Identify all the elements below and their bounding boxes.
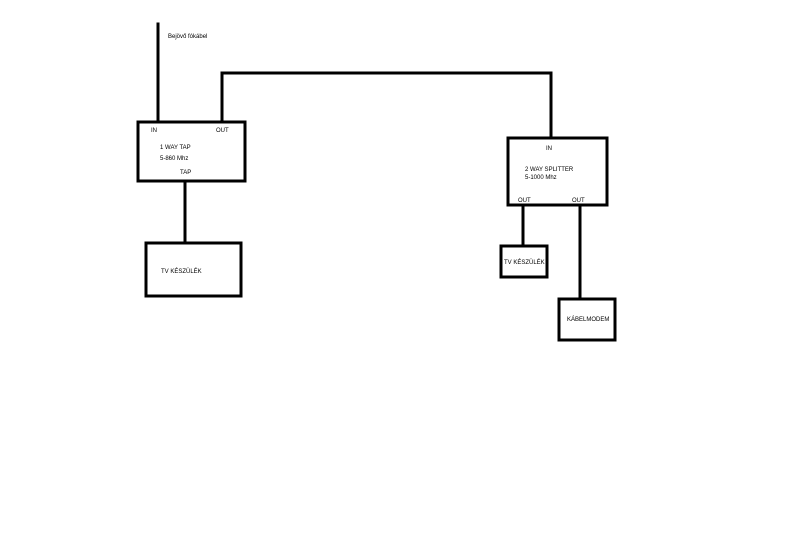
tap-out-to-splitter-line	[220, 71, 553, 139]
tap-out-label: OUT	[216, 128, 229, 134]
tv-right-label: TV KÉSZÜLÉK	[504, 259, 545, 266]
modem-label: KÁBELMODEM	[567, 316, 609, 323]
incoming-cable-label: Bejövő fókábel	[168, 34, 207, 40]
tap-tap-label: TAP	[180, 170, 191, 176]
splitter-name-line2: 5-1000 Mhz	[525, 175, 557, 181]
splitter-box	[506, 136, 609, 207]
tap-box	[136, 120, 247, 183]
modem-box	[557, 297, 617, 342]
splitter-out2-label: OUT	[572, 198, 585, 204]
tap-in-label: IN	[151, 128, 157, 134]
tap-name-line1: 1 WAY TAP	[160, 145, 191, 151]
tv-box-left	[144, 241, 243, 298]
splitter-out1-label: OUT	[518, 198, 531, 204]
tap-name-line2: 5-860 Mhz	[160, 156, 188, 162]
splitter-name-line1: 2 WAY SPLITTER	[525, 167, 574, 173]
tv-left-label: TV KÉSZÜLÉK	[161, 268, 202, 275]
tv-box-right	[499, 244, 549, 279]
splitter-in-label: IN	[546, 146, 552, 152]
